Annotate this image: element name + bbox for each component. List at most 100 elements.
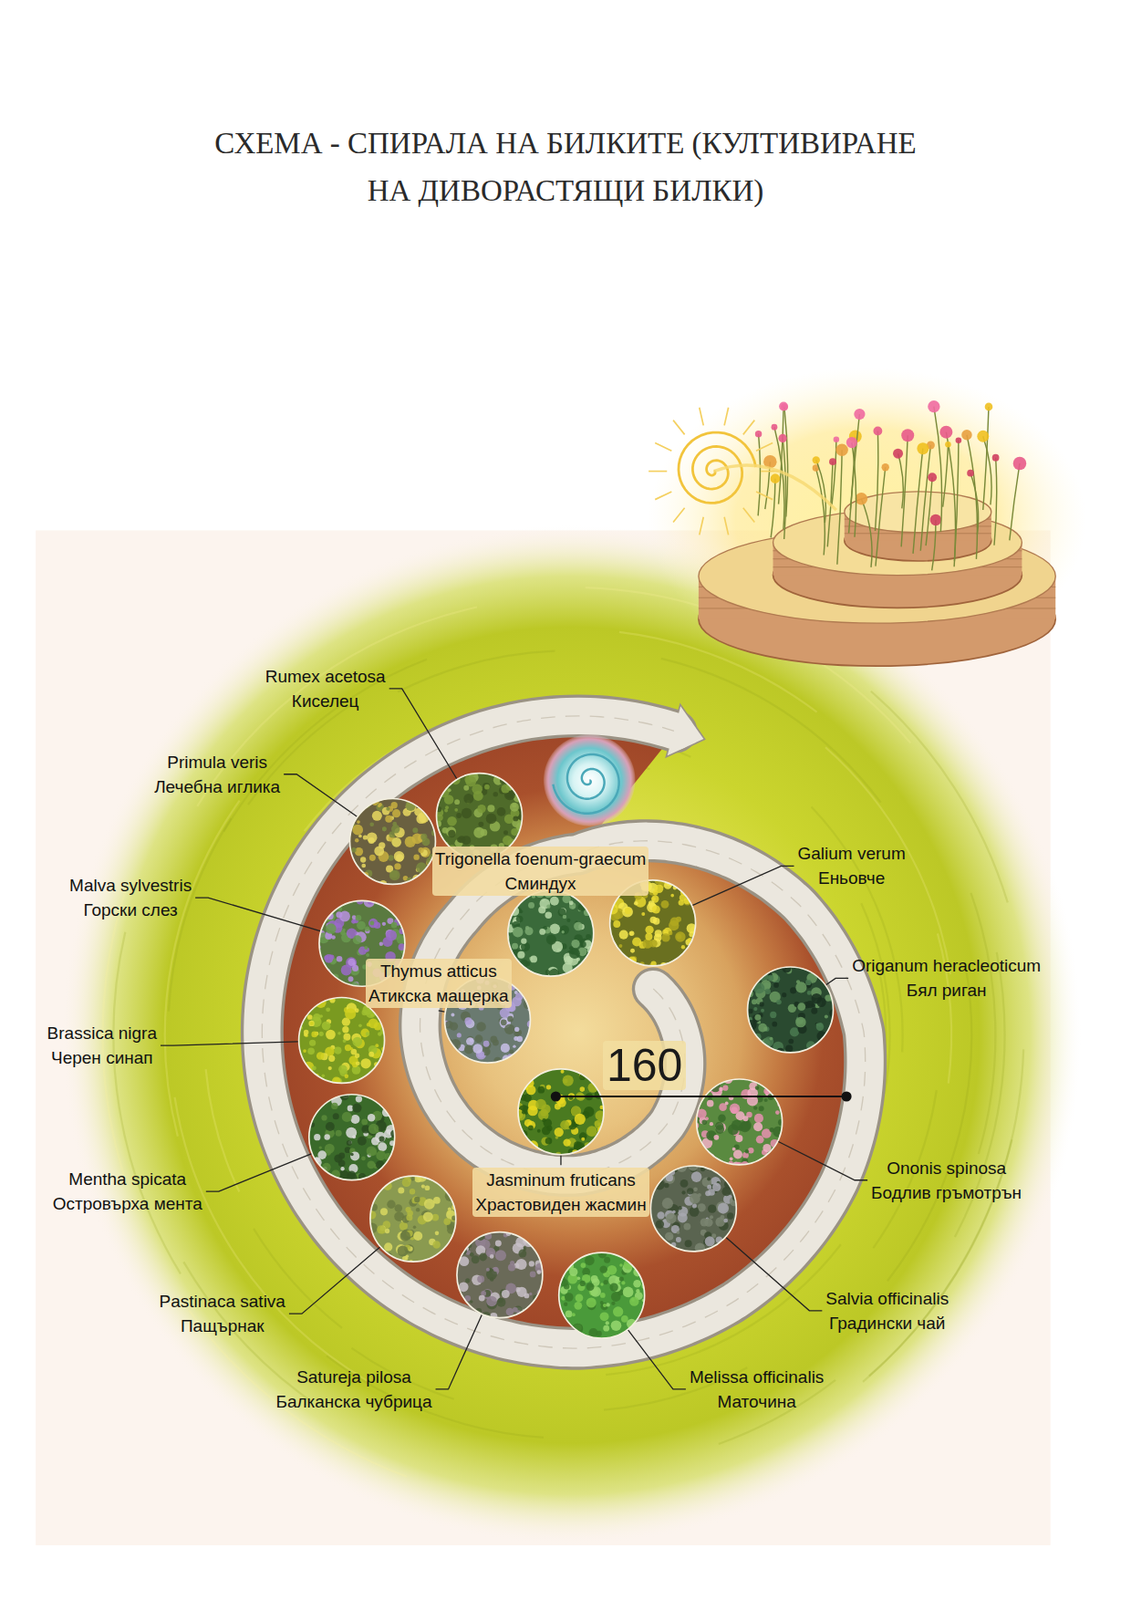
photo-detail xyxy=(717,1202,729,1214)
photo-detail xyxy=(463,793,474,804)
photo-detail xyxy=(383,1242,393,1251)
photo-detail xyxy=(555,1135,560,1140)
dimension-dot xyxy=(550,1090,561,1101)
photo-detail xyxy=(386,1200,395,1209)
photo-detail xyxy=(338,1151,345,1159)
photo-detail xyxy=(391,838,401,848)
photo-detail xyxy=(619,930,629,940)
flower xyxy=(881,463,890,471)
photo-detail xyxy=(456,837,463,843)
photo-detail xyxy=(472,1043,483,1054)
photo-detail xyxy=(574,1113,586,1125)
photo-detail xyxy=(545,1137,553,1145)
photo-detail xyxy=(665,1213,677,1225)
flower xyxy=(955,436,963,444)
sun-ray xyxy=(699,407,704,426)
photo-detail xyxy=(331,1102,338,1110)
photo-detail xyxy=(545,911,553,919)
plant-stem xyxy=(943,444,949,507)
photo-detail xyxy=(461,835,471,845)
photo-detail xyxy=(321,1114,327,1121)
photo-detail xyxy=(526,1085,537,1096)
photo-detail xyxy=(612,1306,623,1317)
photo-detail xyxy=(331,934,336,940)
photo-detail xyxy=(385,929,397,941)
photo-detail xyxy=(464,1016,472,1025)
photo-detail xyxy=(466,1037,475,1046)
photo-detail xyxy=(489,1254,495,1259)
photo-detail xyxy=(361,1156,366,1162)
photo-detail xyxy=(512,816,519,822)
plant-stem xyxy=(875,466,886,566)
photo-detail xyxy=(560,1120,570,1130)
photo-detail xyxy=(549,923,561,934)
photo-detail xyxy=(325,1121,335,1131)
photo-detail xyxy=(573,1301,582,1310)
plant-stem xyxy=(932,519,936,571)
photo-detail xyxy=(539,928,546,935)
photo-detail xyxy=(622,1286,634,1298)
plant-stem xyxy=(983,406,989,510)
photo-detail xyxy=(342,1038,347,1043)
grass-stroke xyxy=(165,800,240,1137)
glow xyxy=(647,367,1087,674)
photo-detail xyxy=(527,1019,536,1028)
photo-detail xyxy=(501,1289,510,1298)
photo-detail xyxy=(382,826,387,831)
common-name: Маточина xyxy=(689,1389,824,1414)
photo-detail xyxy=(584,1255,595,1266)
photo-detail xyxy=(535,1099,547,1111)
photo-detail xyxy=(412,833,424,845)
plant-photo xyxy=(512,1065,605,1158)
photo-detail xyxy=(651,896,655,901)
flower xyxy=(778,434,787,443)
photo-detail xyxy=(603,1279,609,1285)
sun-swirl xyxy=(678,432,757,503)
photo-detail xyxy=(723,1218,728,1224)
photo-detail xyxy=(575,1293,584,1302)
photo-detail xyxy=(765,988,771,995)
photo-ground xyxy=(696,1079,783,1165)
photo-detail xyxy=(653,917,661,925)
photo-detail xyxy=(394,1211,405,1222)
photo-detail xyxy=(683,1223,691,1231)
photo-detail xyxy=(405,1214,413,1221)
flower xyxy=(778,401,789,411)
photo-detail xyxy=(465,1277,470,1283)
photo-detail xyxy=(321,1021,332,1031)
photo-detail xyxy=(390,870,398,878)
grass-field xyxy=(61,525,1081,1546)
photo-detail xyxy=(621,1315,629,1323)
photo-detail xyxy=(372,810,383,821)
photo-detail xyxy=(497,807,507,817)
photo-detail xyxy=(524,926,533,935)
photo-detail xyxy=(352,1102,362,1112)
photo-detail xyxy=(785,1044,793,1052)
photo-detail xyxy=(529,1260,535,1266)
photo-detail xyxy=(747,1008,753,1014)
photo-detail xyxy=(361,1118,368,1125)
flower xyxy=(833,435,840,442)
photo-detail xyxy=(528,902,535,909)
soil-path xyxy=(261,715,865,1349)
photo-detail xyxy=(378,1136,384,1142)
photo-detail xyxy=(357,1136,367,1146)
photo-detail xyxy=(472,784,483,795)
plant-label: Rumex acetosaКиселец xyxy=(265,664,386,714)
plant-stem xyxy=(757,434,760,517)
photo-detail xyxy=(407,1178,412,1183)
photo-detail xyxy=(350,1047,354,1051)
photo-detail xyxy=(405,1254,410,1258)
photo-detail xyxy=(715,1216,725,1226)
photo-detail xyxy=(354,838,359,842)
photo-detail xyxy=(506,1307,514,1316)
photo-detail xyxy=(529,954,538,963)
photo-detail xyxy=(760,1008,765,1013)
photo-detail xyxy=(562,914,567,919)
photo-detail xyxy=(311,1031,318,1038)
photo-detail xyxy=(664,1232,674,1241)
photo-detail xyxy=(369,854,376,862)
latin-name: Ononis spinosa xyxy=(871,1155,1022,1181)
photo-detail xyxy=(509,1260,515,1266)
photo-detail xyxy=(469,1252,475,1257)
